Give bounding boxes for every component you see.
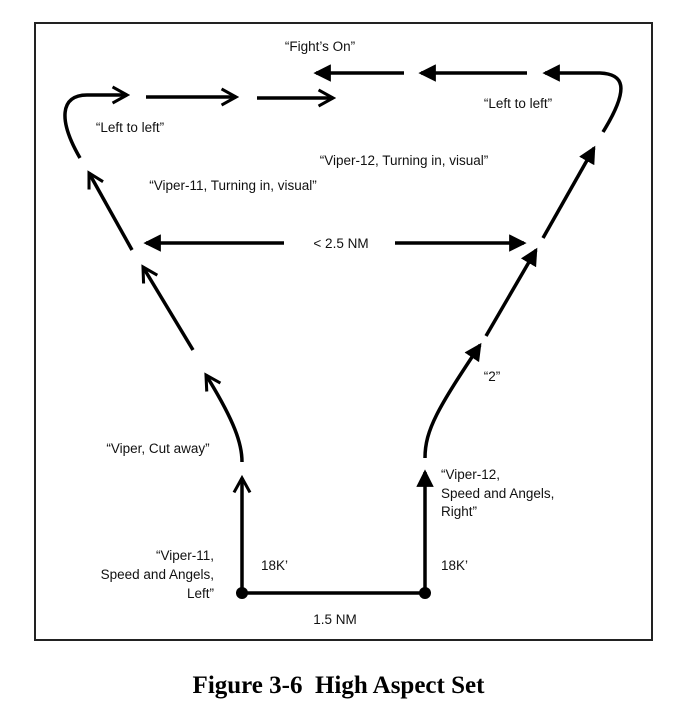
start-range-label: 1.5 NM [313, 612, 357, 627]
viper-12-path [313, 64, 623, 588]
viper-12-speed-line-1: “Viper-12, [441, 467, 500, 482]
viper-11-altitude-label: 18K’ [261, 558, 288, 573]
viper-11-leg-4-arrow [87, 170, 134, 251]
viper-12-speed-line-3: Right” [441, 504, 477, 519]
viper-11-speed-line-3: Left” [187, 586, 214, 601]
figure-frame [34, 22, 653, 641]
viper-11-turn-arrow [63, 85, 131, 159]
viper-11-speed-angels-call: “Viper-11, Speed and Angels, Left” [101, 548, 214, 601]
viper-12-turning-in-call: “Viper-12, Turning in, visual” [320, 153, 489, 168]
viper-11-left-to-left-call: “Left to left” [96, 120, 164, 135]
viper-12-turn-arrow [542, 64, 623, 133]
figure-number: Figure 3-6 [192, 672, 303, 699]
viper-12-two-call: “2” [484, 369, 501, 384]
viper-12-leg-2-arrow [423, 342, 482, 459]
range-less-than-label: < 2.5 NM [313, 236, 368, 251]
viper-11-turning-in-call: “Viper-11, Turning in, visual” [149, 178, 317, 193]
viper-11-leg-2-arrow [204, 372, 244, 463]
viper-12-start-point [419, 587, 431, 599]
viper-11-leg-3-arrow [141, 264, 195, 351]
viper-cut-away-call: “Viper, Cut away” [106, 441, 209, 456]
viper-12-leg-3-arrow [484, 247, 538, 337]
viper-12-altitude-label: 18K’ [441, 558, 468, 573]
viper-11-path [63, 85, 337, 588]
viper-12-speed-line-2: Speed and Angels, [441, 486, 554, 501]
viper-12-left-to-left-call: “Left to left” [484, 96, 552, 111]
viper-11-speed-line-1: “Viper-11, [156, 548, 214, 563]
viper-11-speed-line-2: Speed and Angels, [101, 567, 214, 582]
fights-on-call: “Fight’s On” [285, 39, 355, 54]
figure-title: High Aspect Set [314, 672, 485, 699]
start-line [236, 587, 431, 599]
viper-12-speed-angels-call: “Viper-12, Speed and Angels, Right” [441, 467, 554, 519]
viper-11-start-point [236, 587, 248, 599]
figure-caption: Figure 3-6 High Aspect Set [0, 672, 677, 700]
viper-12-leg-4-arrow [541, 145, 596, 239]
